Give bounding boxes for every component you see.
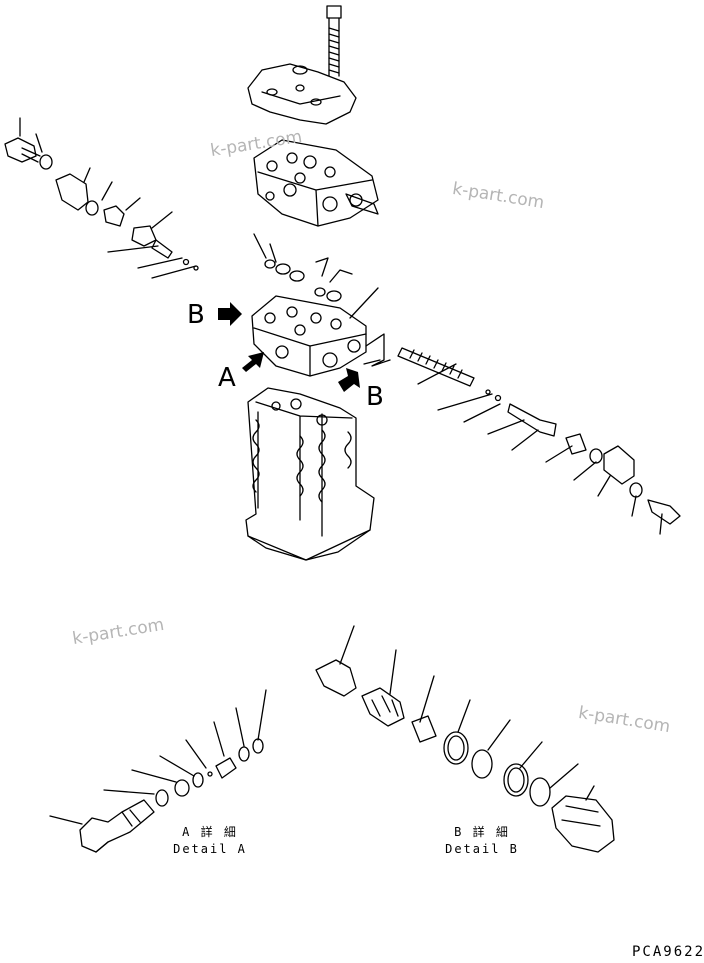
main-valve-block — [245, 387, 375, 561]
left-valve-parts — [4, 117, 199, 279]
detail-a-title-jp: A 詳 細 — [182, 825, 238, 839]
middle-valve-section — [251, 233, 391, 377]
top-bolt — [326, 5, 342, 77]
arrow-b-upper — [218, 302, 242, 326]
upper-valve-section — [253, 139, 379, 227]
view-arrows — [218, 302, 360, 392]
detail-b-caption: B 詳 細 Detail B — [442, 824, 522, 858]
detail-b-parts — [315, 625, 615, 853]
detail-a-caption: A 詳 細 Detail A — [170, 824, 250, 858]
view-label-b-upper: B — [187, 300, 205, 330]
right-valve-parts — [397, 347, 681, 535]
detail-b-title-jp: B 詳 細 — [454, 825, 510, 839]
view-label-a: A — [218, 363, 236, 393]
arrow-b-lower — [338, 368, 360, 392]
detail-b-title-en: Detail B — [445, 842, 519, 856]
cover-plate — [247, 63, 357, 125]
drawing-number: PCA9622 — [632, 944, 704, 960]
detail-a-title-en: Detail A — [173, 842, 247, 856]
arrow-a — [242, 352, 264, 372]
view-label-b-lower: B — [366, 382, 384, 412]
detail-a-parts — [49, 689, 267, 853]
